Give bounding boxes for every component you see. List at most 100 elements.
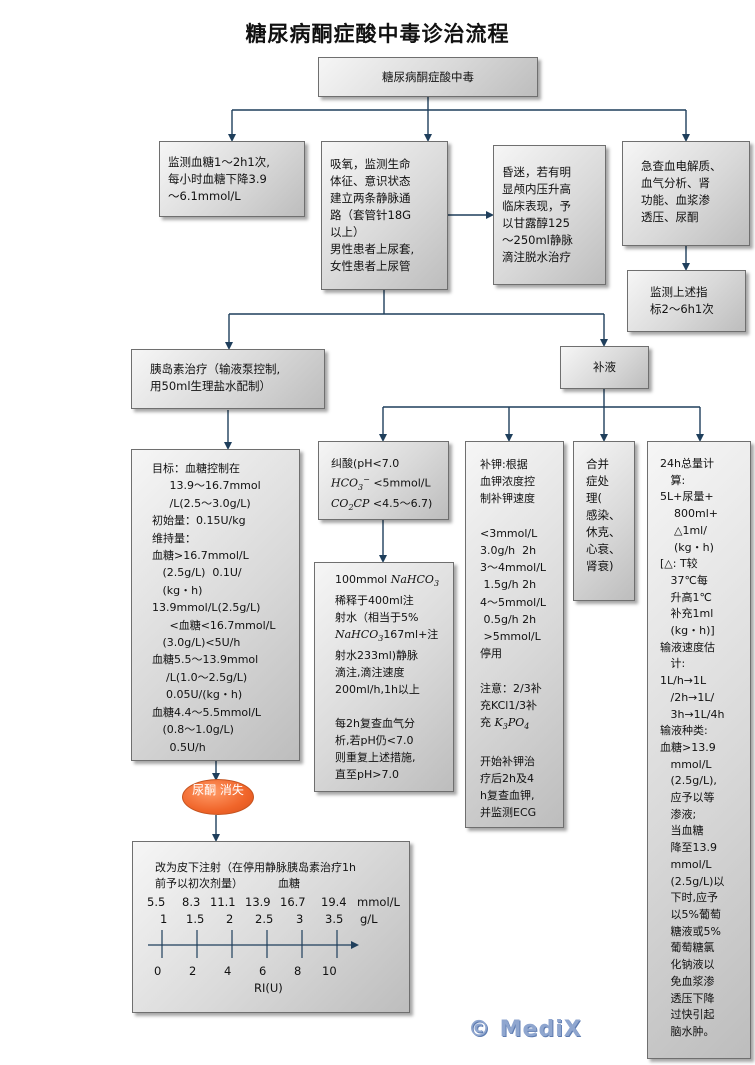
emergency-line: 透压、尿酮 [641, 210, 699, 224]
target-line: (kg・h) [152, 583, 203, 597]
total-line: 下时,应予 [660, 891, 718, 905]
page-title: 糖尿病酮症酸中毒诊治流程 [245, 22, 510, 46]
emergency-line: 功能、血浆渗 [641, 193, 710, 207]
target-line: (0.8～1.0g/L) [152, 723, 234, 737]
potassium-line: 血钾浓度控 [480, 475, 535, 489]
pill-line: 消失 [219, 783, 244, 797]
box-fluid: 补液 [560, 346, 649, 389]
total-line: (kg・h) [660, 540, 714, 554]
target-line: 血糖5.5～13.9mmol [152, 653, 259, 667]
target-line: <血糖<16.7mmol/L [152, 618, 276, 632]
acid-line-ph: 纠酸(pH<7.0 [331, 457, 400, 470]
total-line: (2.5g/L)以 [660, 874, 725, 888]
box-nahco3: 100mmol NaHCO3 稀释于400ml注 射水（相当于5% NaHCO3… [314, 562, 454, 792]
ketone-negative-badge: 尿酮 消失 [182, 779, 254, 815]
insulin-line: 胰岛素治疗（输液泵控制, [150, 362, 281, 376]
total-line: 透压下降 [660, 991, 715, 1005]
total-line: 输液速度估 [660, 640, 715, 654]
potassium-line: 疗后2h及4 [480, 771, 534, 785]
potassium-line: 1.5g/h 2h [480, 578, 537, 592]
complication-line: 肾衰) [586, 559, 614, 573]
nahco3-line: 滴注,滴注速度 [335, 666, 405, 680]
insulin-line: 用50ml生理盐水配制） [150, 379, 272, 393]
mmol-value: 19.4 [321, 895, 347, 909]
total-line: 800ml+ [660, 507, 718, 521]
coma-line: ～250ml静脉 [502, 233, 573, 247]
total-line: 葡萄糖氯 [660, 941, 715, 955]
total-line: 补充1ml [660, 607, 714, 621]
target-line: /L(1.0～2.5g/L) [152, 670, 248, 684]
g-value: 3 [296, 912, 304, 926]
oxygen-line: 体征、意识状态 [330, 174, 411, 188]
ri-tick-label: 0 [154, 964, 162, 978]
potassium-line: 3.0g/h 2h [480, 544, 537, 558]
medix-logo: © MediX [468, 1017, 582, 1042]
total-line: 免血浆渗 [660, 974, 715, 988]
emergency-line: 急查血电解质、 [641, 159, 722, 173]
oxygen-line: 女性患者上尿管 [330, 259, 411, 273]
target-line: 13.9～16.7mmol [152, 479, 261, 493]
total-line: 计: [660, 657, 686, 671]
nahco3-line: 析,若pH仍<7.0 [335, 734, 414, 748]
potassium-line: 4～5mmol/L [480, 595, 547, 609]
mmol-unit: mmol/L [357, 895, 400, 909]
complication-line: 心衰、 [586, 542, 621, 556]
complication-line: 症处 [586, 474, 609, 488]
total-line: 渗液; [660, 807, 697, 821]
potassium-line: h复查血钾, [480, 789, 535, 803]
box-insulin: 胰岛素治疗（输液泵控制, 用50ml生理盐水配制） [131, 349, 325, 409]
g-unit: g/L [360, 912, 378, 926]
total-line: 1L/h→1L [660, 674, 707, 688]
total-line: 以5%葡萄 [660, 907, 721, 921]
total-line: 24h总量计 [660, 457, 714, 470]
total-line: mmol/L [660, 757, 712, 771]
g-value: 3.5 [325, 912, 344, 926]
coma-line: 显颅内压升高 [502, 182, 571, 196]
box-complication: 合并 症处 理( 感染、 休克、 心衰、 肾衰) [573, 441, 635, 601]
acid-line-co2cp: CO2CP <4.5～6.7) [331, 496, 433, 513]
target-line: 0.05U/(kg・h) [152, 688, 243, 702]
box-total-volume: 24h总量计 算: 5L+尿量+ 800ml+ △1ml/ (kg・h) [△:… [647, 441, 751, 1059]
coma-line: 以甘露醇125 [502, 216, 570, 230]
box-potassium: 补钾:根据 血钾浓度控 制补钾速度 <3mmol/L 3.0g/h 2h 3～4… [465, 441, 564, 828]
potassium-line: >5mmol/L [480, 630, 541, 644]
monitor-above-line: 标2～6h1次 [650, 302, 714, 316]
total-line: 化钠液以 [660, 958, 715, 972]
total-line: 降至13.9 [660, 841, 717, 855]
acid-line-hco3: HCO3− <5mmol/L [331, 475, 431, 492]
complication-line: 感染、 [586, 508, 621, 522]
box-dka: 糖尿病酮症酸中毒 [318, 57, 538, 97]
g-value: 2.5 [255, 912, 274, 926]
pill-line: 尿酮 [192, 783, 217, 797]
target-line: 目标：血糖控制在 [152, 462, 240, 475]
box-monitor-above: 监测上述指 标2～6h1次 [627, 270, 746, 332]
g-value: 2 [226, 912, 234, 926]
oxygen-line: 建立两条静脉通 [330, 191, 411, 205]
coma-line: 滴注脱水治疗 [502, 250, 571, 264]
emergency-line: 血气分析、肾 [641, 176, 710, 190]
target-line: 0.5U/h [152, 740, 206, 754]
nahco3-line: 射水（相当于5% [335, 611, 419, 625]
mmol-value: 11.1 [210, 895, 236, 909]
total-line: 升高1℃ [660, 590, 712, 604]
total-line: 应予以等 [660, 791, 715, 805]
complication-line: 合并 [586, 457, 609, 471]
mmol-value: 13.9 [245, 895, 271, 909]
nahco3-line: 200ml/h,1h以上 [335, 683, 420, 697]
ri-tick-label: 10 [322, 964, 337, 978]
box-acid-correction: 纠酸(pH<7.0 HCO3− <5mmol/L CO2CP <4.5～6.7) [318, 441, 449, 520]
total-line: 5L+尿量+ [660, 490, 714, 504]
potassium-line: 制补钾速度 [480, 492, 535, 506]
target-line: (3.0g/L)<5U/h [152, 636, 241, 650]
total-line: 糖液或5% [660, 924, 721, 938]
potassium-line: <3mmol/L [480, 526, 538, 540]
box-insulin-target: 目标：血糖控制在 13.9～16.7mmol /L(2.5～3.0g/L) 初始… [131, 449, 300, 761]
box-coma: 昏迷，若有明 显颅内压升高 临床表现，予 以甘露醇125 ～250ml静脉 滴注… [493, 145, 606, 285]
mmol-value: 5.5 [147, 895, 166, 909]
ri-tick-label: 8 [294, 964, 302, 978]
glucose-monitor-line: ～6.1mmol/L [168, 189, 241, 203]
mmol-value: 16.7 [280, 895, 306, 909]
nahco3-line: 射水233ml)静脉 [335, 649, 419, 663]
complication-line: 休克、 [586, 525, 621, 539]
coma-line: 昏迷，若有明 [502, 165, 571, 179]
